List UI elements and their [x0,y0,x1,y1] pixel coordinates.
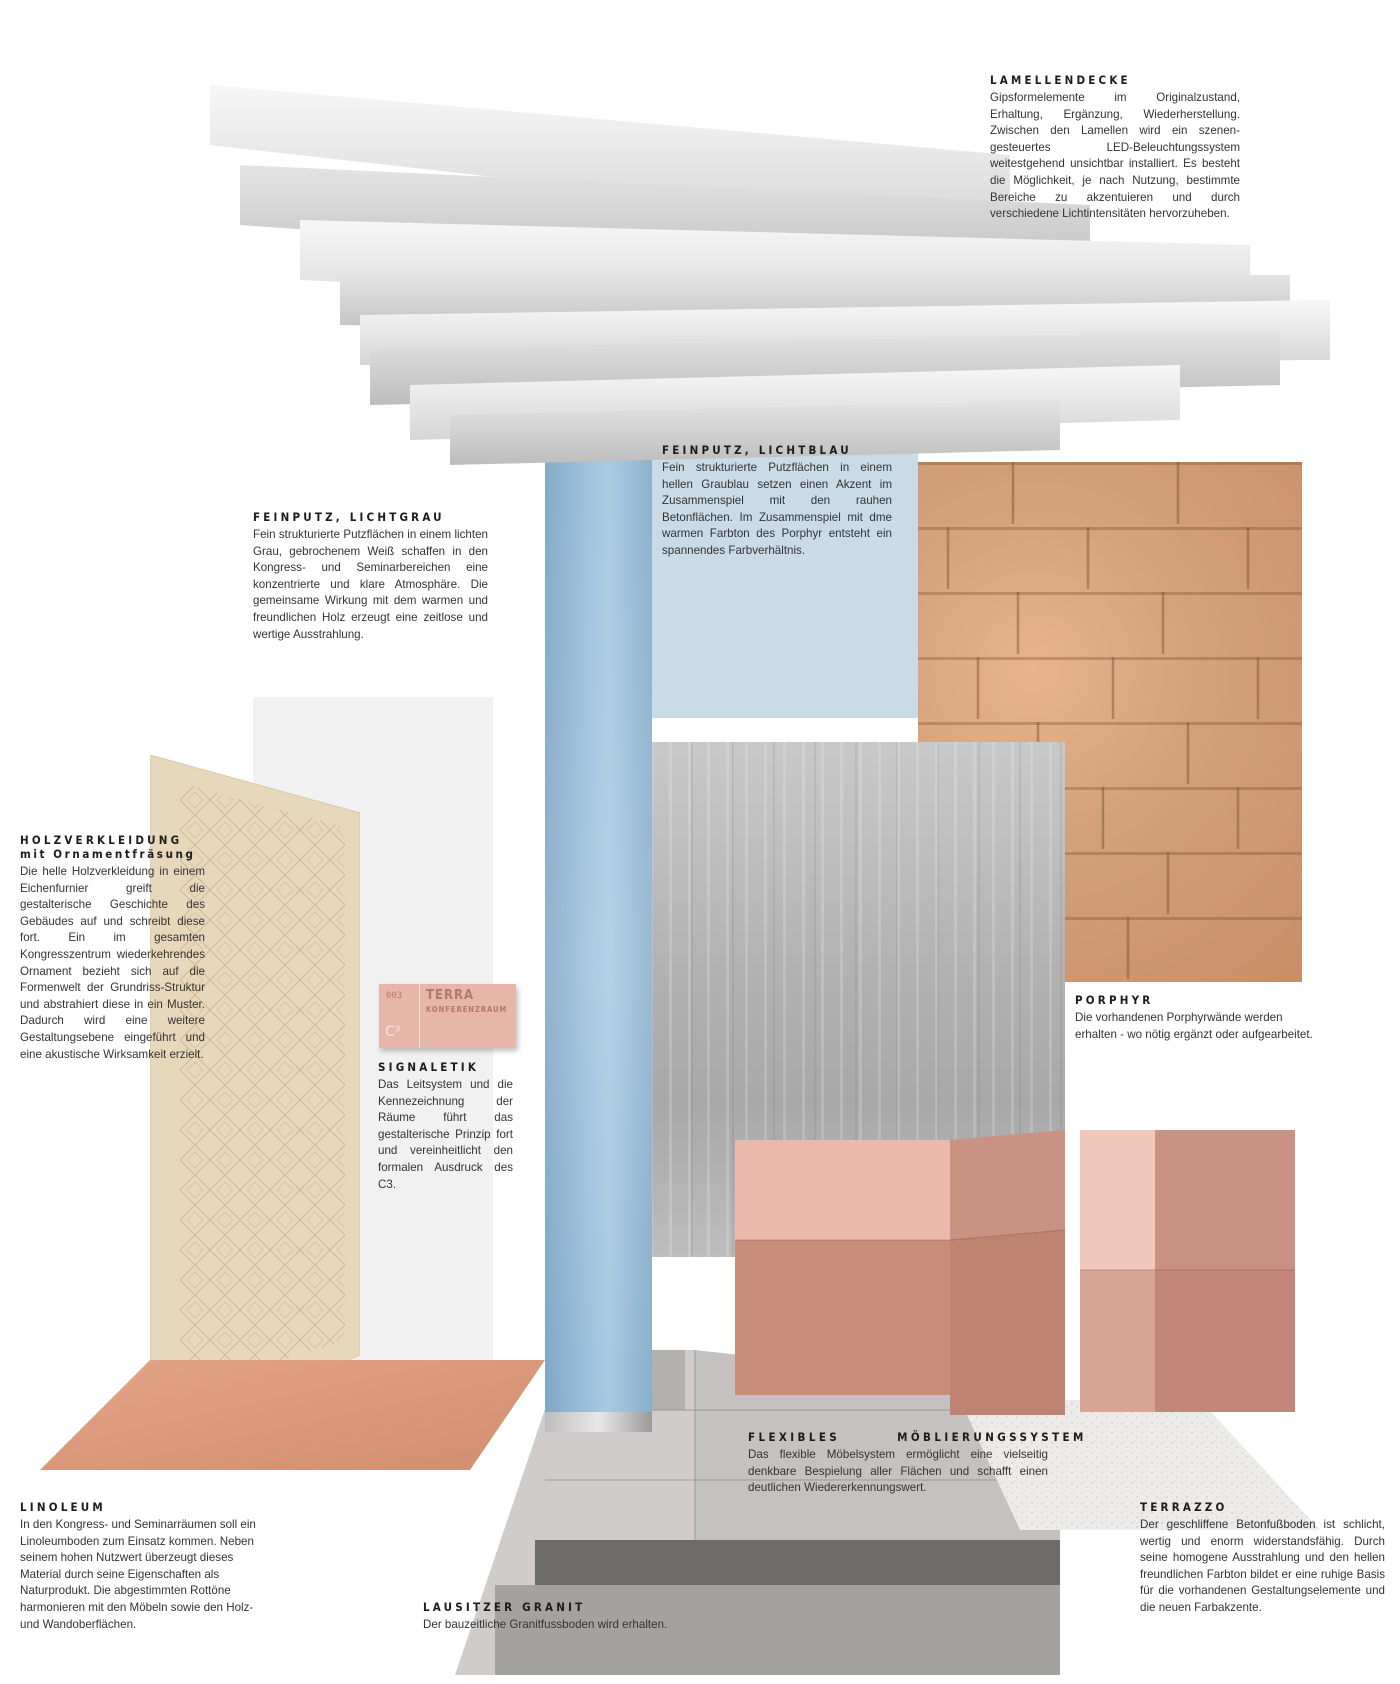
granit-heading: LAUSITZER GRANIT [423,1600,586,1614]
granit-block: LAUSITZER GRANIT Der bauzeitliche Granit… [423,1600,743,1634]
moeblierung-block: FLEXIBLES MÖBLIERUNGSSYSTEM Das flexible… [748,1430,1087,1497]
signaletik-heading: SIGNALETIK [378,1060,480,1074]
sign-logo: C³ [385,1024,401,1040]
column-foot [545,1412,652,1432]
terrazzo-block: TERRAZZO Der geschliffene Betonfußboden … [1140,1500,1385,1617]
granit-surface [455,1350,1060,1675]
holzverkleidung-subheading: mit Ornamentfräsung [20,847,196,861]
linoleum-heading: LINOLEUM [20,1500,106,1514]
sign-room-number: 003 [386,991,403,1001]
terrazzo-heading: TERRAZZO [1140,1500,1228,1514]
moeblierung-heading: FLEXIBLES MÖBLIERUNGSSYSTEM [748,1430,1087,1444]
signaletik-text: Das Leitsystem und die Kennezeichnung de… [378,1078,513,1191]
lamellendecke-heading: LAMELLENDECKE [990,73,1131,87]
feinputz-lichtblau-text: Fein strukturierte Putzflächen in einem … [662,461,892,557]
feinputz-lichtgrau-heading: FEINPUTZ, lichtgrau [253,510,445,524]
feinputz-lichtgrau-text: Fein strukturierte Putzflächen in einem … [253,528,488,641]
feinputz-lichtblau-heading: FEINPUTZ, lichtblau [662,443,852,457]
lamellendecke-text: Gipsformelemente im Originalzustand, Erh… [990,91,1240,221]
lamellendecke-block: LAMELLENDECKE Gipsformelemente im Origin… [990,73,1240,223]
lamellendecke-object [210,85,1330,465]
porphyr-block: PORPHYR Die vorhandenen Porphyrwände wer… [1075,993,1315,1043]
moeblierungssystem-object [735,1130,1295,1415]
linoleum-block: LINOLEUM In den Kongress- und Seminarräu… [20,1500,265,1633]
moeblierung-text: Das flexible Möbelsystem ermöglicht eine… [748,1448,1048,1495]
holzverkleidung-block: HOLZVERKLEIDUNG mit Ornamentfräsung Die … [20,833,205,1063]
porphyr-text: Die vorhandenen Porphyrwände werden erha… [1075,1011,1313,1041]
sign-room-type: KONFERENZRAUM [426,1005,508,1014]
sign-divider [419,984,420,1048]
feinputz-lichtblau-surface [652,408,918,718]
granit-text: Der bauzeitliche Granitfussboden wird er… [423,1618,668,1631]
porphyr-heading: PORPHYR [1075,993,1154,1007]
holzverkleidung-heading: HOLZVERKLEIDUNG [20,833,183,847]
holzverkleidung-text: Die helle Holzverkleidung in einem Eiche… [20,865,205,1061]
linoleum-text: In den Kongress- und Seminarräumen soll … [20,1518,256,1631]
signaletik-sign: 003 TERRA KONFERENZRAUM C³ [379,984,516,1048]
feinputz-lichtblau-block: FEINPUTZ, lichtblau Fein strukturierte P… [662,443,892,560]
terrazzo-surface [960,1400,1320,1530]
terrazzo-text: Der geschliffene Betonfußboden ist schli… [1140,1518,1385,1614]
sign-room-name: TERRA [426,988,475,1003]
signaletik-block: SIGNALETIK Das Leitsystem und die Kennez… [378,1060,513,1193]
holzverkleidung-surface [150,755,360,1445]
linoleum-surface [40,1360,545,1470]
feinputz-lichtgrau-block: FEINPUTZ, lichtgrau Fein strukturierte P… [253,510,488,643]
